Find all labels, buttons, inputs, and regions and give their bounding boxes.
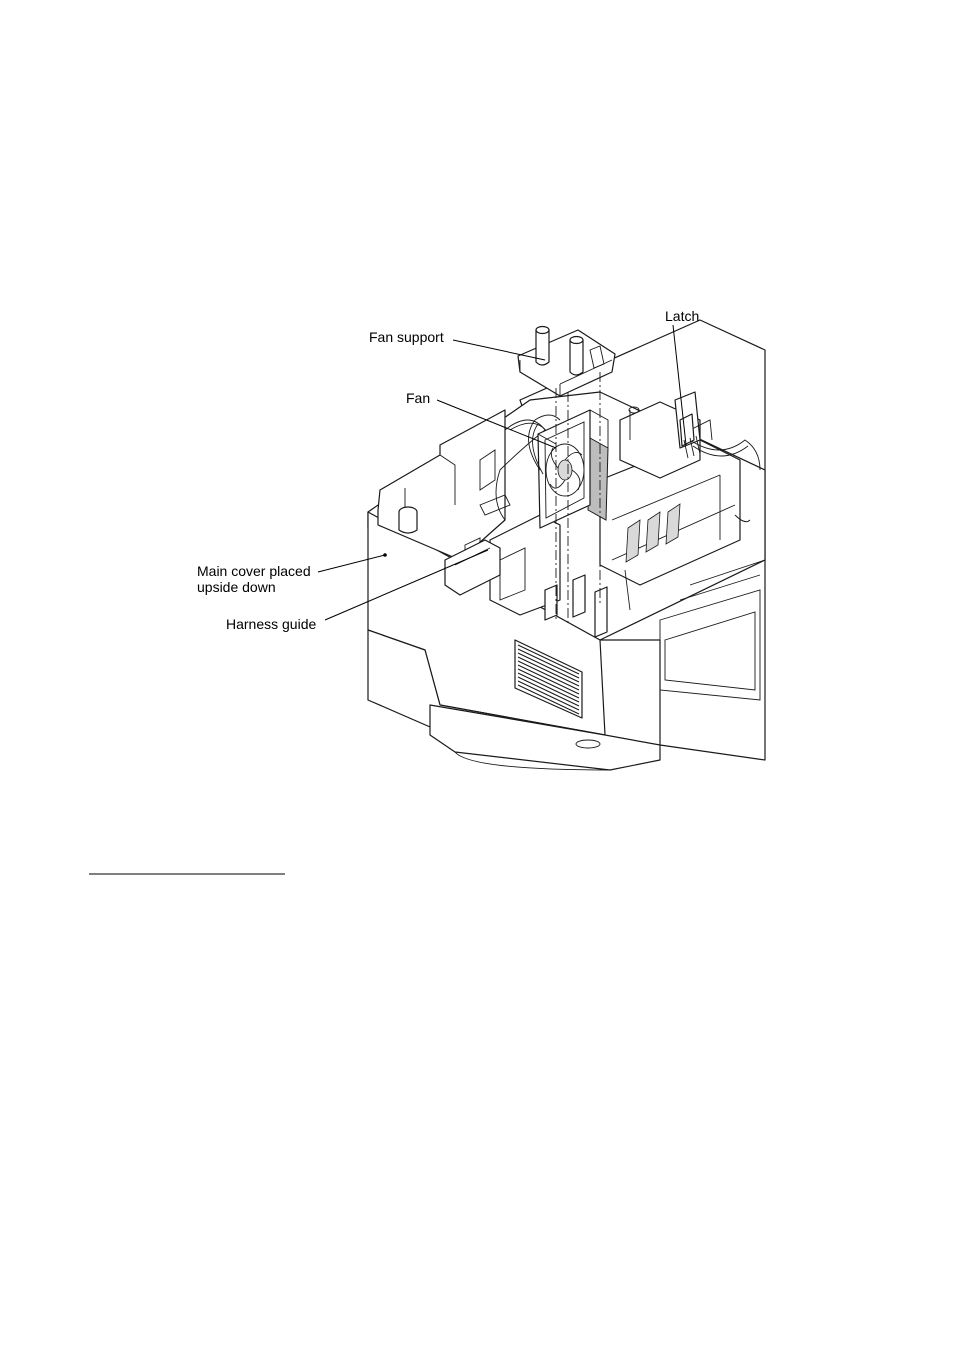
label-harness-guide: Harness guide — [226, 616, 316, 632]
label-main-cover-line1: Main cover placed — [197, 563, 311, 579]
label-latch: Latch — [665, 308, 699, 324]
label-fan: Fan — [406, 390, 430, 406]
label-main-cover-line2: upside down — [197, 579, 276, 595]
label-fan-support: Fan support — [369, 329, 444, 345]
